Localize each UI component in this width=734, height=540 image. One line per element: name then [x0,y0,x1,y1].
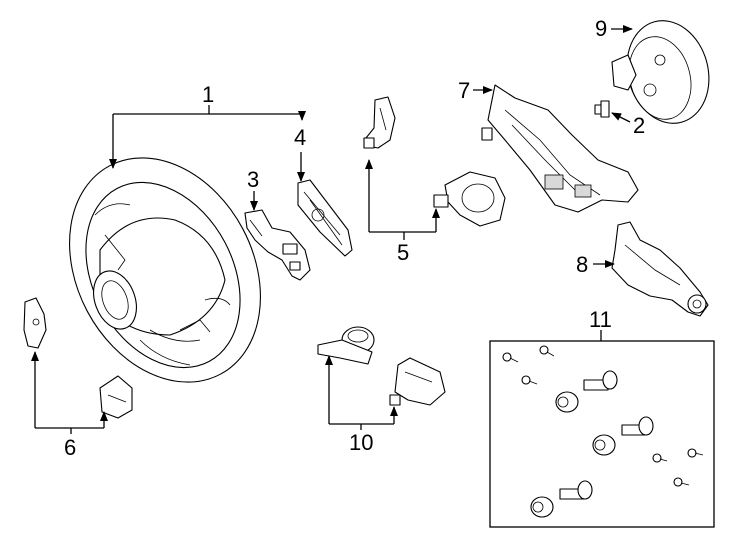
leader-lines [31,25,633,434]
callout-3: 3 [247,167,259,192]
callout-7: 7 [458,78,470,103]
kit-screw [652,453,668,463]
airbag-module [611,20,710,124]
switch-bracket [244,209,311,281]
callout-11: 11 [589,307,612,332]
kit-screw [687,448,704,458]
steering-wheel [69,157,261,383]
small-switch-lower [99,375,133,419]
callout-5: 5 [397,240,409,265]
kit-screw [502,352,519,363]
kit-bushing [592,434,616,456]
callout-4: 4 [294,125,306,150]
kit-pin [559,480,593,500]
small-switch-upper [23,297,47,349]
kit-pin [583,370,618,391]
clockspring-panel [297,179,353,257]
kit-bushing [555,391,579,413]
callout-9: 9 [595,16,607,41]
shift-paddle-upper [363,96,396,149]
lower-cover [481,84,639,213]
callout-10: 10 [349,430,373,455]
paddle-switch [389,357,446,406]
switch-module [433,171,506,227]
callout-1: 1 [202,82,214,107]
callout-8: 8 [576,252,588,277]
kit-box [489,340,715,528]
callout-2: 2 [633,113,645,138]
kit-pin [621,416,654,436]
kit-bushing [530,496,554,518]
rotary-switch [317,326,375,365]
kit-screw [521,375,538,385]
kit-screw [539,345,555,357]
kit-screw [673,477,690,487]
lower-bracket [611,221,709,317]
callout-6: 6 [64,435,76,460]
bolt-part-2 [594,100,610,118]
